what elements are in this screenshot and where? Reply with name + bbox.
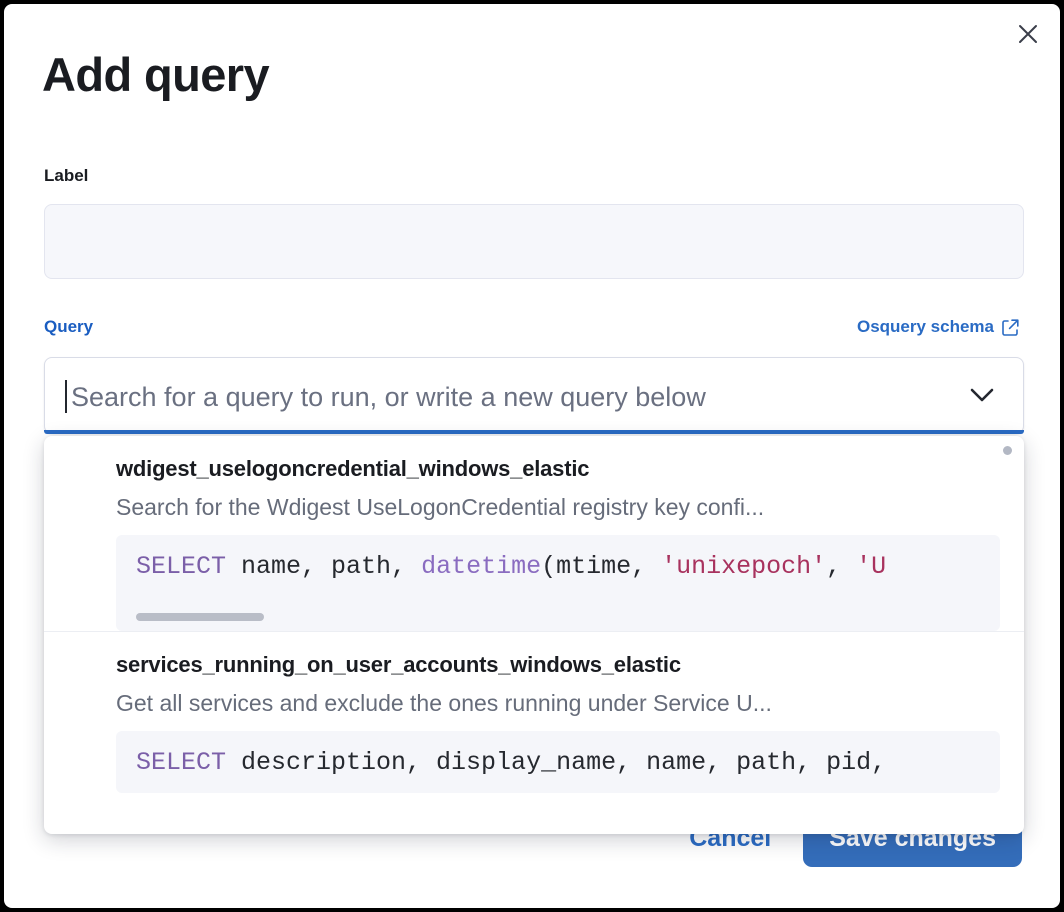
chevron-down-icon[interactable] <box>967 384 997 406</box>
query-name: wdigest_uselogoncredential_windows_elast… <box>116 456 590 481</box>
add-query-modal: Add query Label Query Osquery schema Sea… <box>4 4 1060 908</box>
query-name: services_running_on_user_accounts_window… <box>116 652 681 677</box>
external-link-icon <box>1001 318 1020 337</box>
close-icon[interactable] <box>1006 12 1050 56</box>
sql-string: 'unixepoch' <box>661 552 827 581</box>
label-field-label: Label <box>44 166 89 185</box>
sql-text: , <box>826 552 857 581</box>
osquery-schema-link-label: Osquery schema <box>856 317 994 336</box>
text-caret <box>65 380 67 413</box>
list-item[interactable]: services_running_on_user_accounts_window… <box>44 631 1024 793</box>
query-sql-preview[interactable]: SELECT name, path, datetime(mtime, 'unix… <box>116 535 1000 631</box>
sql-text: (mtime, <box>541 552 662 581</box>
list-item[interactable]: wdigest_uselogoncredential_windows_elast… <box>44 436 1024 631</box>
sql-keyword: SELECT <box>136 748 227 777</box>
dropdown-vertical-scrollbar[interactable] <box>1003 446 1012 455</box>
query-description: Search for the Wdigest UseLogonCredentia… <box>116 494 765 520</box>
sql-string: 'U <box>856 552 887 581</box>
page-title: Add query <box>42 48 270 101</box>
osquery-schema-link[interactable]: Osquery schema <box>857 317 1020 337</box>
query-field-label[interactable]: Query <box>44 317 94 336</box>
sql-text: name, path, <box>226 552 422 581</box>
label-input[interactable] <box>44 204 1024 279</box>
query-search-placeholder: Search for a query to run, or write a ne… <box>71 382 706 412</box>
code-horizontal-scrollbar[interactable] <box>136 613 264 621</box>
query-sql-preview[interactable]: SELECT description, display_name, name, … <box>116 731 1000 793</box>
query-suggestions-dropdown: wdigest_uselogoncredential_windows_elast… <box>44 436 1024 834</box>
query-description: Get all services and exclude the ones ru… <box>116 690 772 716</box>
sql-keyword: SELECT <box>136 552 227 581</box>
query-combobox[interactable]: Search for a query to run, or write a ne… <box>44 357 1024 434</box>
sql-text: description, display_name, name, path, p… <box>226 748 887 777</box>
sql-function: datetime <box>421 552 542 581</box>
